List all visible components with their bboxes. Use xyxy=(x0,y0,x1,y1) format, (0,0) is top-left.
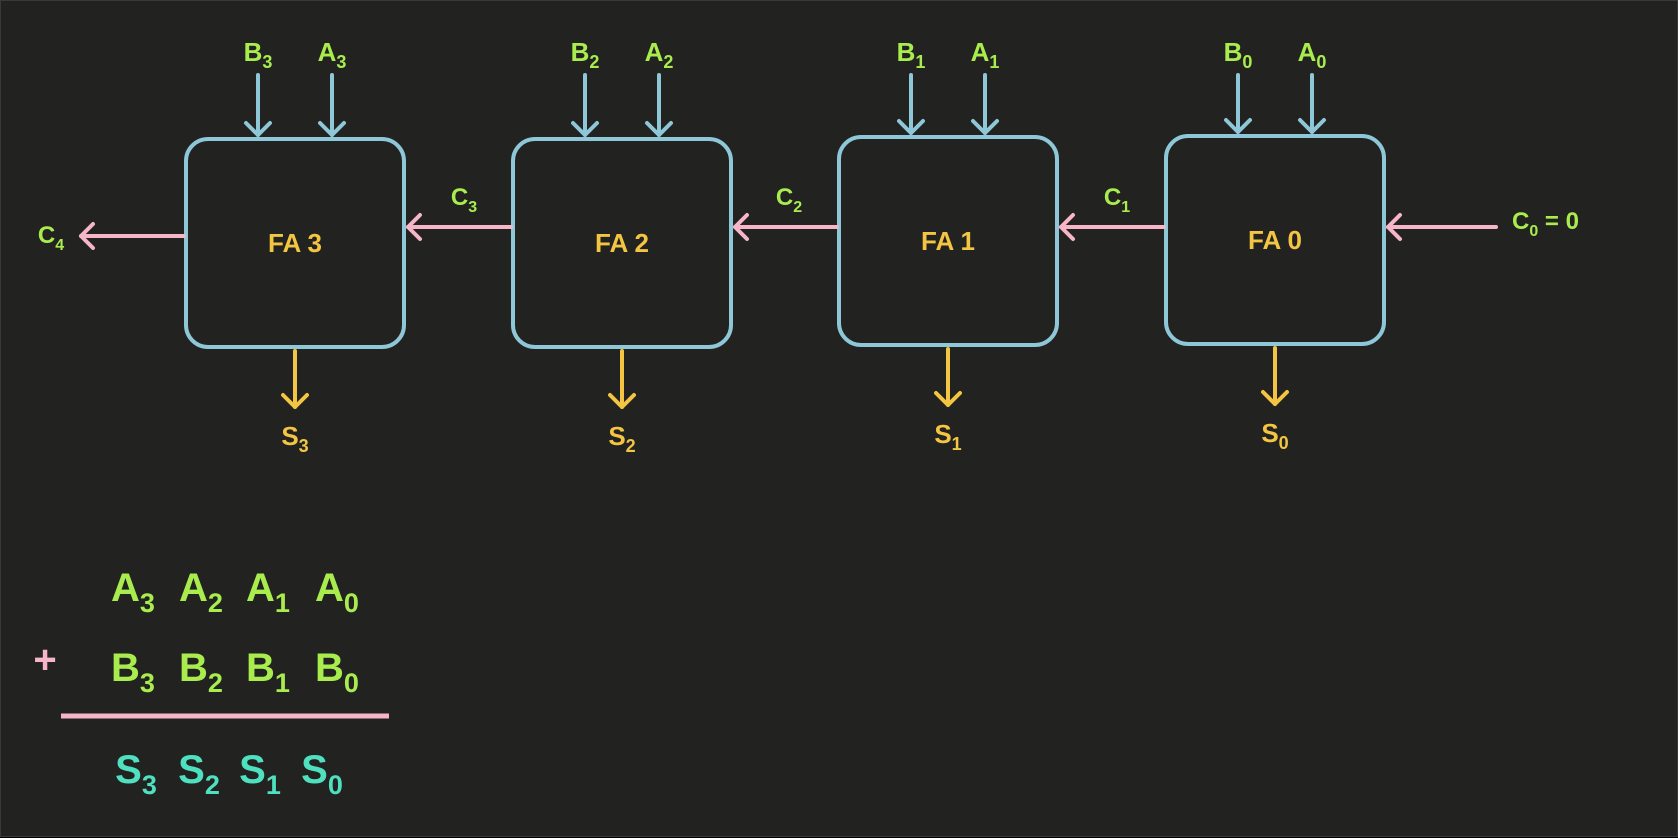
fa-0-a-label: A0 xyxy=(1298,37,1327,72)
fa-1-b-label: B1 xyxy=(897,37,926,72)
fa-2-b-label: B2 xyxy=(571,37,600,72)
fa-1-a-label: A1 xyxy=(971,37,1000,72)
fa-2-sum-arrow xyxy=(608,349,636,409)
fa-2-a-input-arrow xyxy=(645,73,673,137)
fa-3-b-label: B3 xyxy=(244,37,273,72)
result-sum-digit: S3 xyxy=(115,748,157,800)
fa-3-label: FA 3 xyxy=(268,228,322,258)
fa-0-sum-label: S0 xyxy=(1261,418,1288,453)
fa-0-b-input-arrow xyxy=(1224,73,1252,134)
addend-a-digit: A2 xyxy=(179,566,223,618)
fa-0-a-input-arrow xyxy=(1298,73,1326,134)
carry-c2-arrow xyxy=(733,213,839,241)
fa-1-sum-label: S1 xyxy=(934,419,961,454)
fa-2-label: FA 2 xyxy=(595,228,649,258)
fa-1-box xyxy=(837,135,1059,347)
result-sum-digit: S2 xyxy=(178,748,220,800)
result-sum-digit: S1 xyxy=(239,748,281,800)
fa-3-b-input-arrow xyxy=(244,73,272,137)
carry-c4-label: C4 xyxy=(38,222,64,254)
plus-sign: + xyxy=(33,638,56,682)
fa-2-a-label: A2 xyxy=(645,37,674,72)
fa-2-sum-label: S2 xyxy=(608,421,635,456)
carry-c3-arrow xyxy=(406,213,513,241)
addend-b-digit: B3 xyxy=(111,646,155,698)
fa-2-box xyxy=(511,137,733,349)
carry-c4-arrow xyxy=(79,222,186,250)
fa-0-label: FA 0 xyxy=(1248,225,1302,255)
addend-a-digit: A3 xyxy=(111,566,155,618)
fa-3-a-input-arrow xyxy=(318,73,346,137)
carry-in-label: C0 = 0 xyxy=(1512,208,1579,240)
fa-3-sum-arrow xyxy=(281,349,309,409)
addend-b-digit: B2 xyxy=(179,646,223,698)
fa-1-label: FA 1 xyxy=(921,226,975,256)
fa-3-sum-label: S3 xyxy=(281,421,308,456)
addend-b-digit: B0 xyxy=(315,646,359,698)
fa-3-a-label: A3 xyxy=(318,37,347,72)
carry-c1-label: C1 xyxy=(1104,184,1130,216)
fa-1-sum-arrow xyxy=(934,347,962,407)
fa-3-box xyxy=(184,137,406,349)
fa-1-a-input-arrow xyxy=(971,73,999,135)
carry-c1-arrow xyxy=(1059,213,1166,241)
addend-b-digit: B1 xyxy=(246,646,290,698)
fa-0-b-label: B0 xyxy=(1224,37,1253,72)
fa-0-sum-arrow xyxy=(1261,346,1289,406)
fa-1-b-input-arrow xyxy=(897,73,925,135)
addend-a-digit: A0 xyxy=(315,566,359,618)
carry-c3-label: C3 xyxy=(451,184,477,216)
addend-a-digit: A1 xyxy=(246,566,290,618)
carry-c0-arrow xyxy=(1386,213,1498,241)
fa-2-b-input-arrow xyxy=(571,73,599,137)
result-sum-digit: S0 xyxy=(301,748,343,800)
fa-0-box xyxy=(1164,134,1386,346)
carry-c2-label: C2 xyxy=(776,184,802,216)
